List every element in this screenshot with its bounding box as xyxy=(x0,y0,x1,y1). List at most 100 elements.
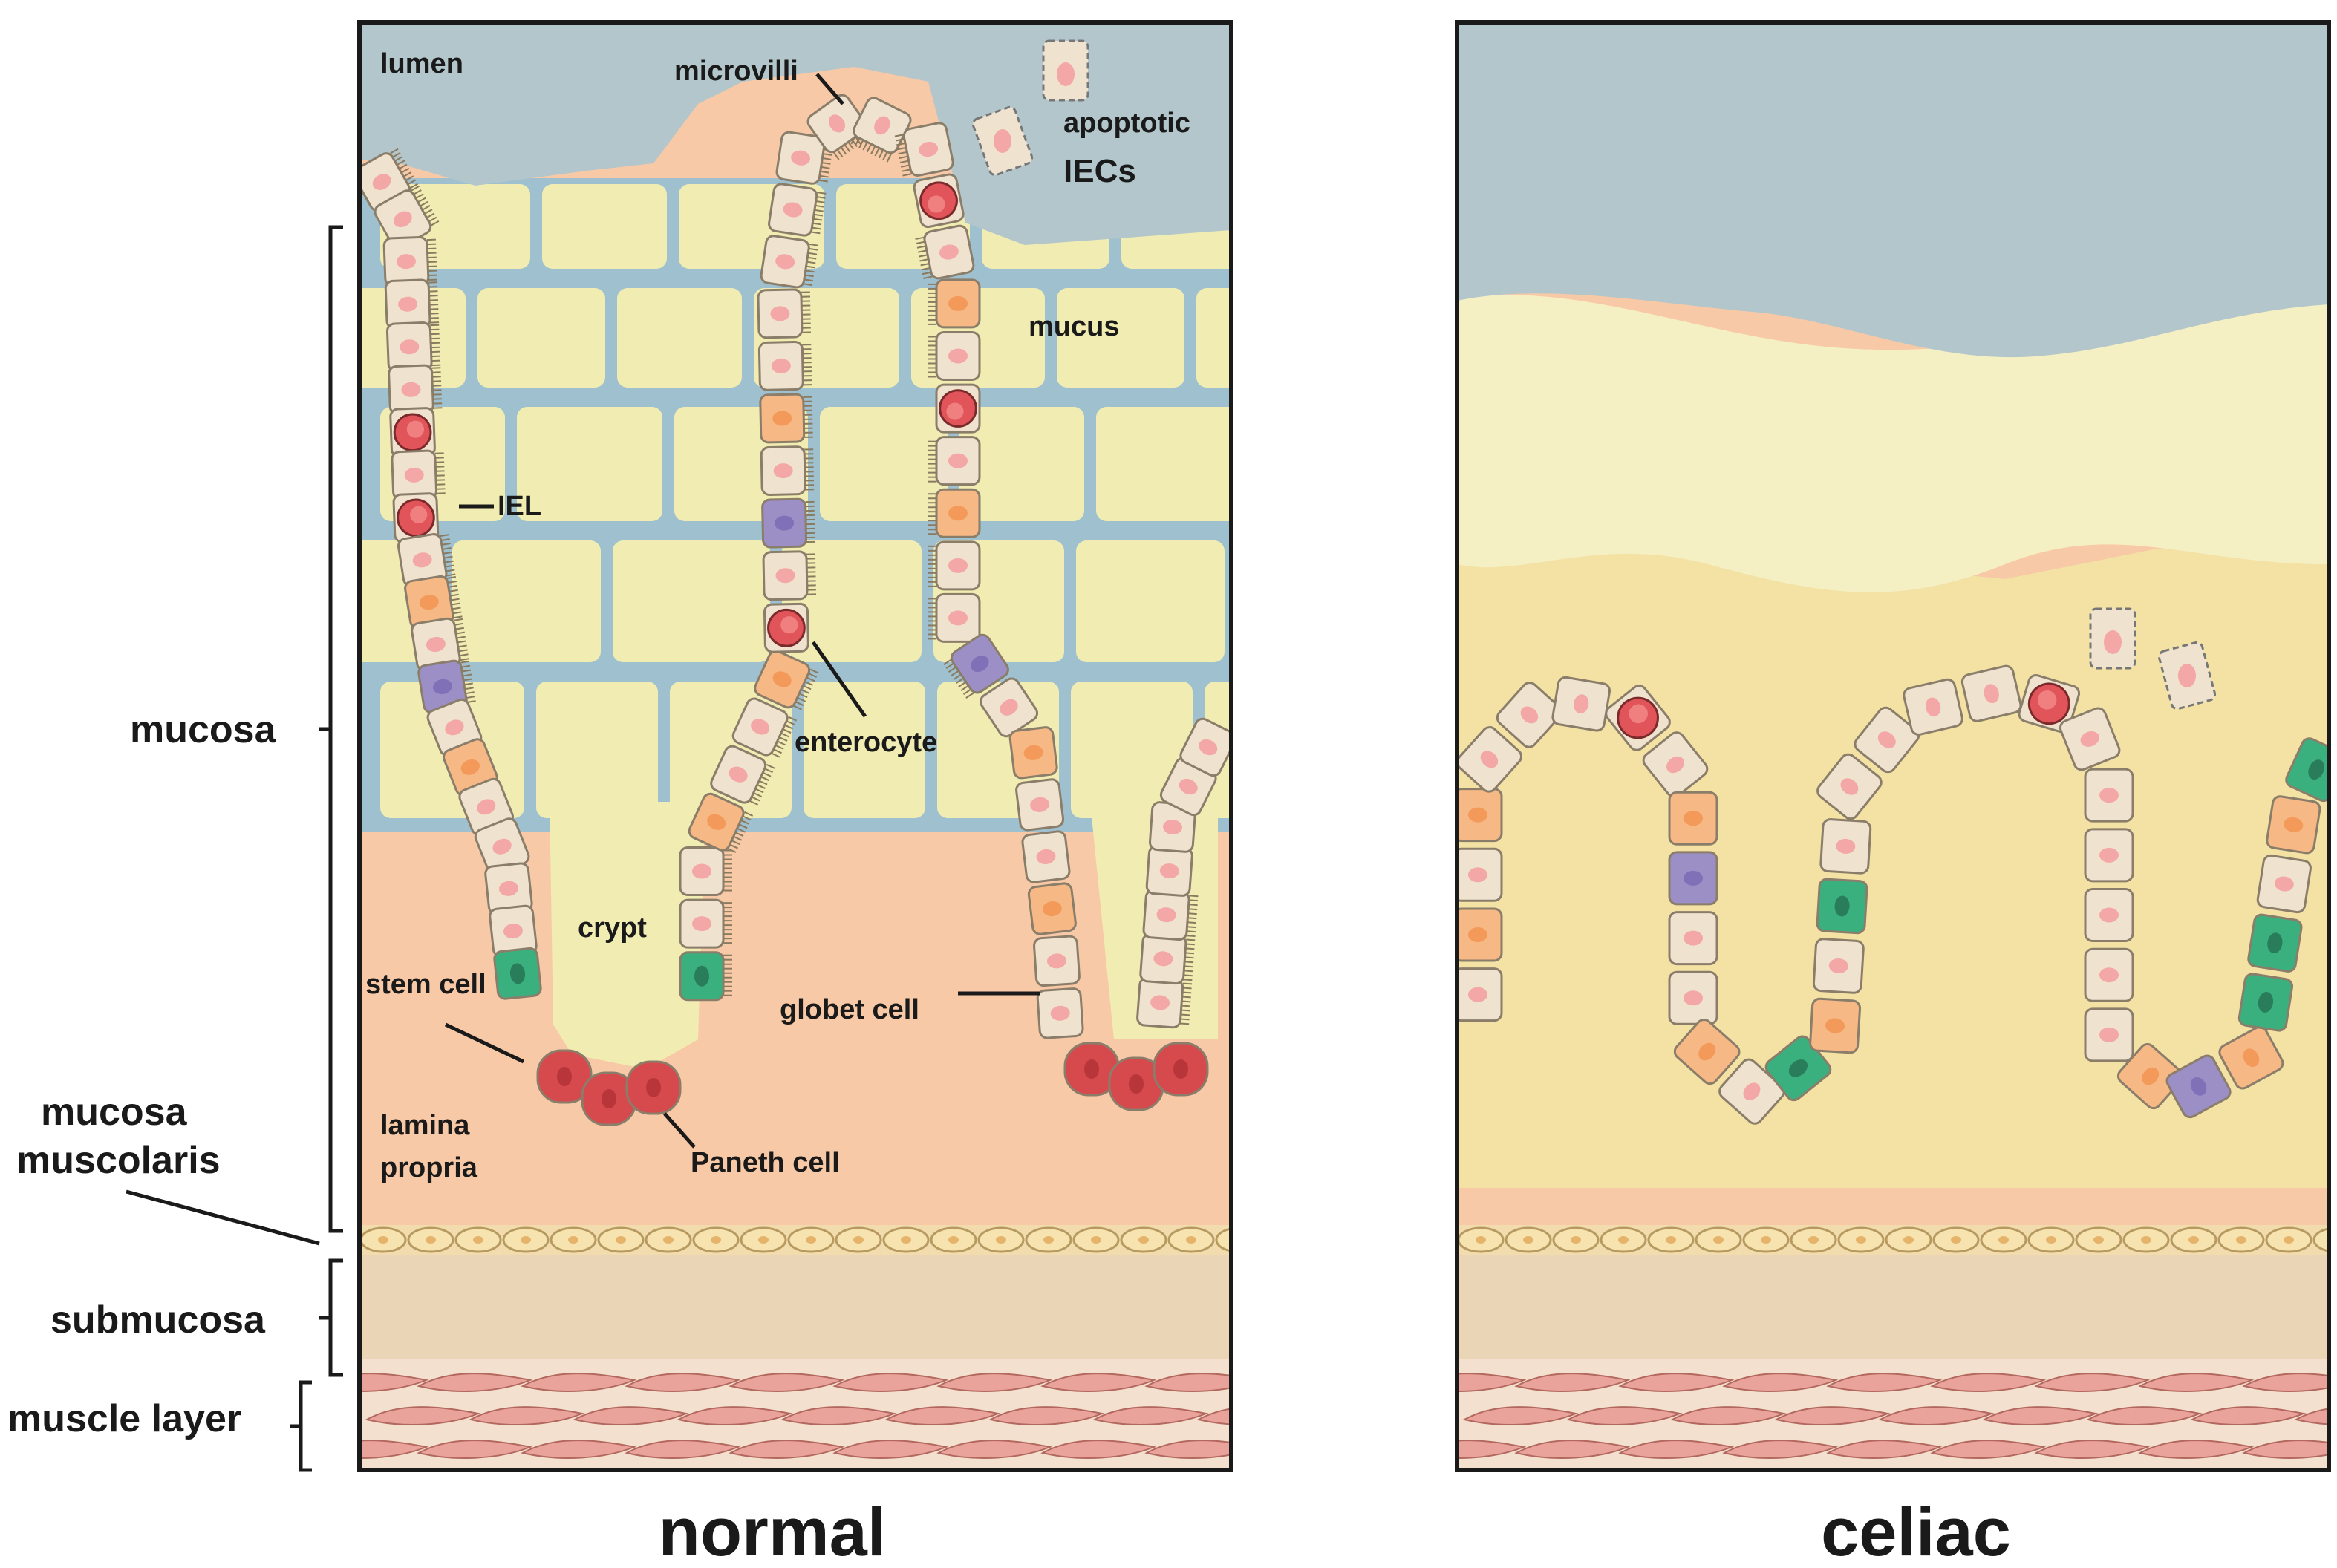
enterocyte-cell xyxy=(806,94,873,160)
enterocyte-cell xyxy=(1718,1058,1785,1125)
goblet-cell xyxy=(1668,851,1718,906)
enterocyte-cell xyxy=(775,131,834,185)
enterocyte-cell xyxy=(1457,847,1503,902)
enterocyte-cell xyxy=(731,697,798,758)
enterocyte-cell xyxy=(1668,970,1718,1025)
mucosa-bracket xyxy=(319,225,343,1233)
crypt-label: crypt xyxy=(578,912,647,944)
stem-cell xyxy=(2247,913,2303,973)
celiac-caption: celiac xyxy=(1821,1494,2011,1568)
enterocyte-cell xyxy=(1457,967,1503,1022)
mucosa-side-label: mucosa xyxy=(130,708,277,751)
muscle-fibers xyxy=(359,1373,1231,1459)
enterocyte-cell xyxy=(1142,889,1199,941)
enterocyte-cell xyxy=(928,330,981,381)
layer-brackets xyxy=(290,225,343,1472)
enterocyte-cell xyxy=(928,592,981,643)
enterocyte-cell xyxy=(1668,911,1718,966)
progenitor-cell xyxy=(2266,795,2321,855)
stem-cell-label: stem cell xyxy=(365,969,486,1000)
progenitor-cell xyxy=(1027,882,1077,935)
progenitor-cell xyxy=(1457,907,1503,962)
progenitor-cell xyxy=(1673,1019,1741,1085)
enterocyte-cell xyxy=(2084,828,2134,883)
crypt-lumen xyxy=(550,802,705,1069)
enterocyte-cell xyxy=(928,436,981,486)
iel-cell xyxy=(2018,674,2081,734)
stem-cell xyxy=(1816,878,1868,935)
globet-cell-label: globet cell xyxy=(780,994,919,1025)
enterocyte-cell xyxy=(1033,935,1081,987)
enterocyte-cell xyxy=(2256,854,2312,914)
iel-cell xyxy=(389,407,436,458)
enterocyte-cell xyxy=(757,288,811,339)
lumen-region xyxy=(359,22,1231,245)
submucosa-bracket xyxy=(319,1258,343,1377)
enterocyte-cell xyxy=(980,677,1039,738)
enterocyte-cell xyxy=(426,698,483,757)
epithelium-normal xyxy=(359,94,1231,1126)
normal-caption: normal xyxy=(659,1494,887,1568)
enterocyte-cell xyxy=(374,185,440,249)
celiac-apoptotic-cells xyxy=(2089,607,2217,710)
iel-label: IEL xyxy=(498,491,541,522)
pointer-lines xyxy=(126,73,1040,1246)
enterocyte-cell xyxy=(1816,753,1883,820)
progenitor-cell xyxy=(1457,788,1503,843)
epithelium-celiac xyxy=(1457,664,2329,1125)
apoptotic-cells xyxy=(971,39,1089,177)
stem-cell xyxy=(679,951,732,1002)
propria-label: propria xyxy=(380,1152,478,1183)
enterocyte-cell xyxy=(458,777,515,836)
enterocyte-cell xyxy=(388,364,443,415)
enterocyte-cell xyxy=(762,550,817,601)
enterocyte-cell xyxy=(679,898,732,949)
enterocyte-cell xyxy=(894,122,954,177)
mucosa-muscolaris-layer xyxy=(359,1225,1231,1255)
normal-panel-frame xyxy=(357,20,1233,1472)
enterocyte-cell xyxy=(382,235,437,287)
iecs-label: IECs xyxy=(1063,153,1136,189)
enterocyte-cell xyxy=(391,449,446,501)
enterocyte-cell xyxy=(760,445,815,496)
celiac-panel-frame xyxy=(1455,20,2331,1472)
celiac-muscle-fibers xyxy=(1457,1373,2329,1459)
enterocyte-cell xyxy=(1015,778,1065,832)
progenitor-cell xyxy=(1008,726,1058,780)
enterocyte-cell xyxy=(384,278,440,330)
enterocyte-cell xyxy=(2084,768,2134,823)
enterocyte-cell xyxy=(1021,830,1071,883)
iel-cell xyxy=(763,602,809,653)
progenitor-cell xyxy=(754,650,819,710)
normal-panel xyxy=(357,20,1233,1472)
celiac-lumen xyxy=(1457,22,2329,358)
enterocyte-cell xyxy=(2084,888,2134,943)
progenitor-cell xyxy=(443,738,498,797)
enterocyte-cell xyxy=(760,235,819,289)
mucosa-muscolaris-label-1: mucosa xyxy=(41,1091,188,1134)
enterocyte-cell xyxy=(928,540,981,591)
submucosa-side-label: submucosa xyxy=(50,1298,266,1342)
muscle-layer-bracket xyxy=(290,1380,312,1472)
paneth-cell xyxy=(536,1049,593,1104)
enterocyte-cell xyxy=(1136,976,1193,1029)
enterocyte-cell xyxy=(1179,717,1231,777)
apoptotic-label: apoptotic xyxy=(1063,108,1190,139)
enterocyte-cell xyxy=(1854,706,1920,774)
enterocyte-cell xyxy=(1145,845,1193,897)
celiac-mucus xyxy=(1457,294,2329,592)
enterocyte-cell xyxy=(2084,1007,2134,1062)
microvilli-label: microvilli xyxy=(674,56,798,87)
stem-cell xyxy=(493,947,542,1000)
paneth-cell-label: Paneth cell xyxy=(691,1147,840,1178)
goblet-cell xyxy=(417,659,476,714)
progenitor-cell xyxy=(1809,997,1862,1054)
diagram-labels: lumen microvilli apoptotic IECs mucus IE… xyxy=(7,48,2011,1568)
enterocyte-cell xyxy=(484,862,533,915)
progenitor-cell xyxy=(1668,791,1718,846)
enterocyte-cell xyxy=(1496,682,1562,748)
goblet-cell xyxy=(2165,1054,2232,1119)
iel-cell xyxy=(935,383,981,434)
celiac-mucosa-muscolaris xyxy=(1457,1225,2329,1255)
iel-cell xyxy=(913,173,965,229)
